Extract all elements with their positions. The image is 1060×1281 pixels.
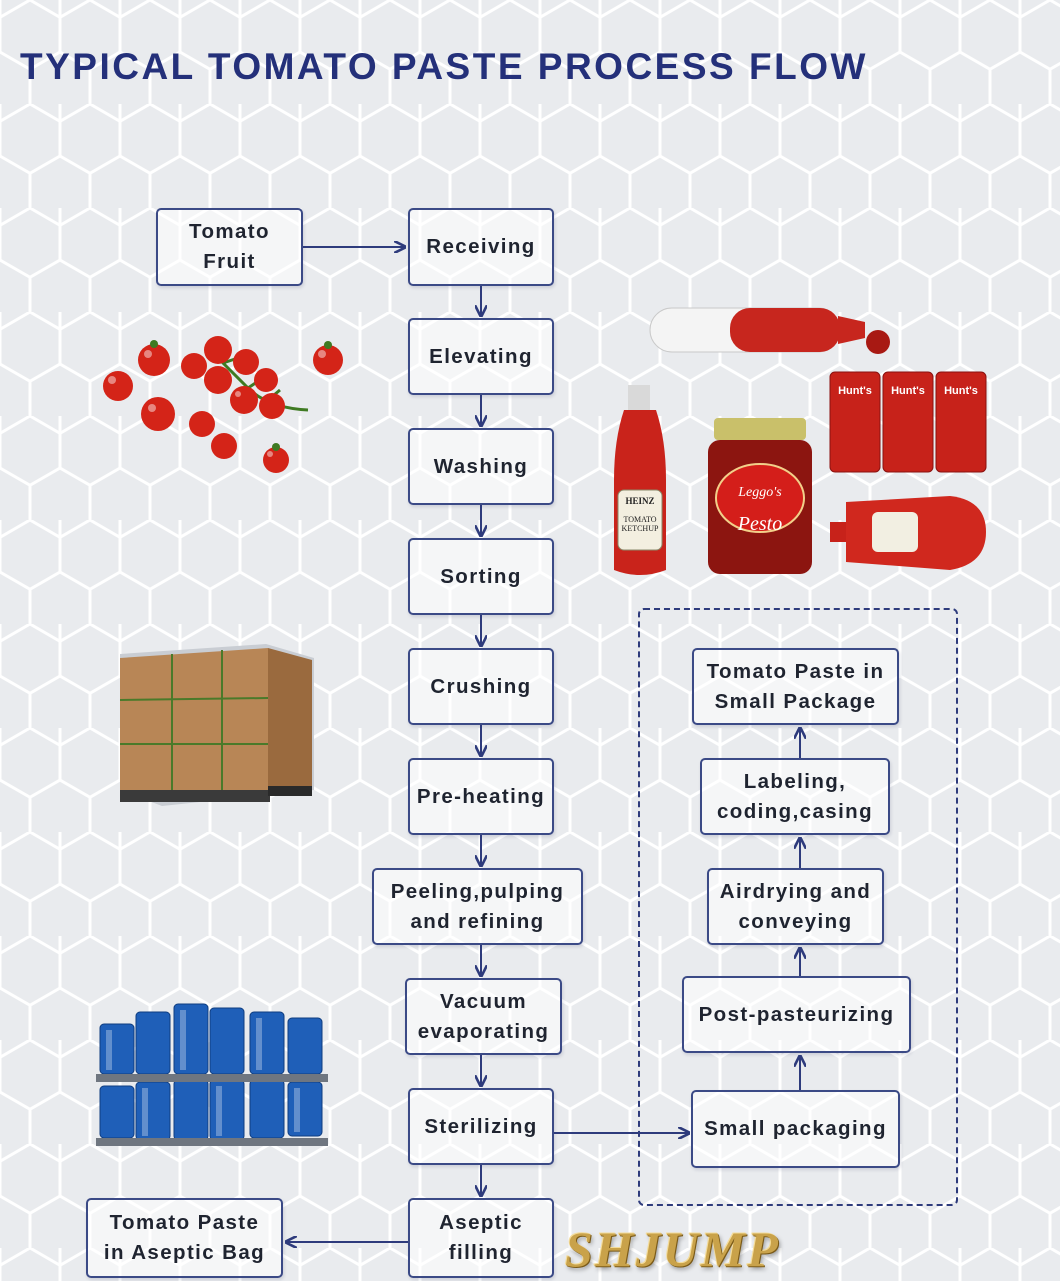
tomato-fruit-box: Tomato Fruit	[156, 208, 303, 286]
aseptic-filling-step: Aseptic filling	[408, 1198, 554, 1278]
pallet-box-illustration	[119, 644, 314, 806]
blue-drums-illustration	[96, 1003, 328, 1146]
crushing-step: Crushing	[408, 648, 554, 725]
page-title: TYPICAL TOMATO PASTE PROCESS FLOW	[20, 46, 868, 87]
airdrying-conveying-step: Airdrying and conveying	[707, 868, 884, 945]
pesto-jar-icon: Leggo's Pesto	[708, 418, 812, 574]
hunts-pouch-icons	[829, 371, 987, 473]
sorting-step: Sorting	[408, 538, 554, 615]
watermark-logo: SHJUMP	[565, 1221, 780, 1277]
hunts-brand-text-3: Hunt's	[944, 385, 978, 397]
leggos-brand-text: Leggo's	[737, 485, 782, 500]
labeling-coding-casing-step: Labeling, coding,casing	[700, 758, 890, 835]
pesto-label-text: Pesto	[737, 513, 782, 535]
pre-heating-step: Pre-heating	[408, 758, 554, 835]
glass-bottle-icon	[649, 307, 890, 354]
small-packaging-step: Small packaging	[691, 1090, 900, 1168]
small-package-output-box: Tomato Paste in Small Package	[692, 648, 899, 725]
hunts-brand-text-1: Hunt's	[838, 385, 872, 397]
tomato-fruit-illustration	[103, 336, 343, 473]
washing-step: Washing	[408, 428, 554, 505]
spout-pouch-icon	[830, 496, 986, 570]
small-package-group	[638, 608, 958, 1206]
elevating-step: Elevating	[408, 318, 554, 395]
hunts-brand-text-2: Hunt's	[891, 385, 925, 397]
receiving-step: Receiving	[408, 208, 554, 286]
peeling-pulping-step: Peeling,pulping and refining	[372, 868, 583, 945]
post-pasteurizing-step: Post-pasteurizing	[682, 976, 911, 1053]
heinz-brand-text: HEINZ	[625, 496, 654, 506]
sterilizing-step: Sterilizing	[408, 1088, 554, 1165]
vacuum-evaporating-step: Vacuum evaporating	[405, 978, 562, 1055]
aseptic-bag-output-box: Tomato Paste in Aseptic Bag	[86, 1198, 283, 1278]
